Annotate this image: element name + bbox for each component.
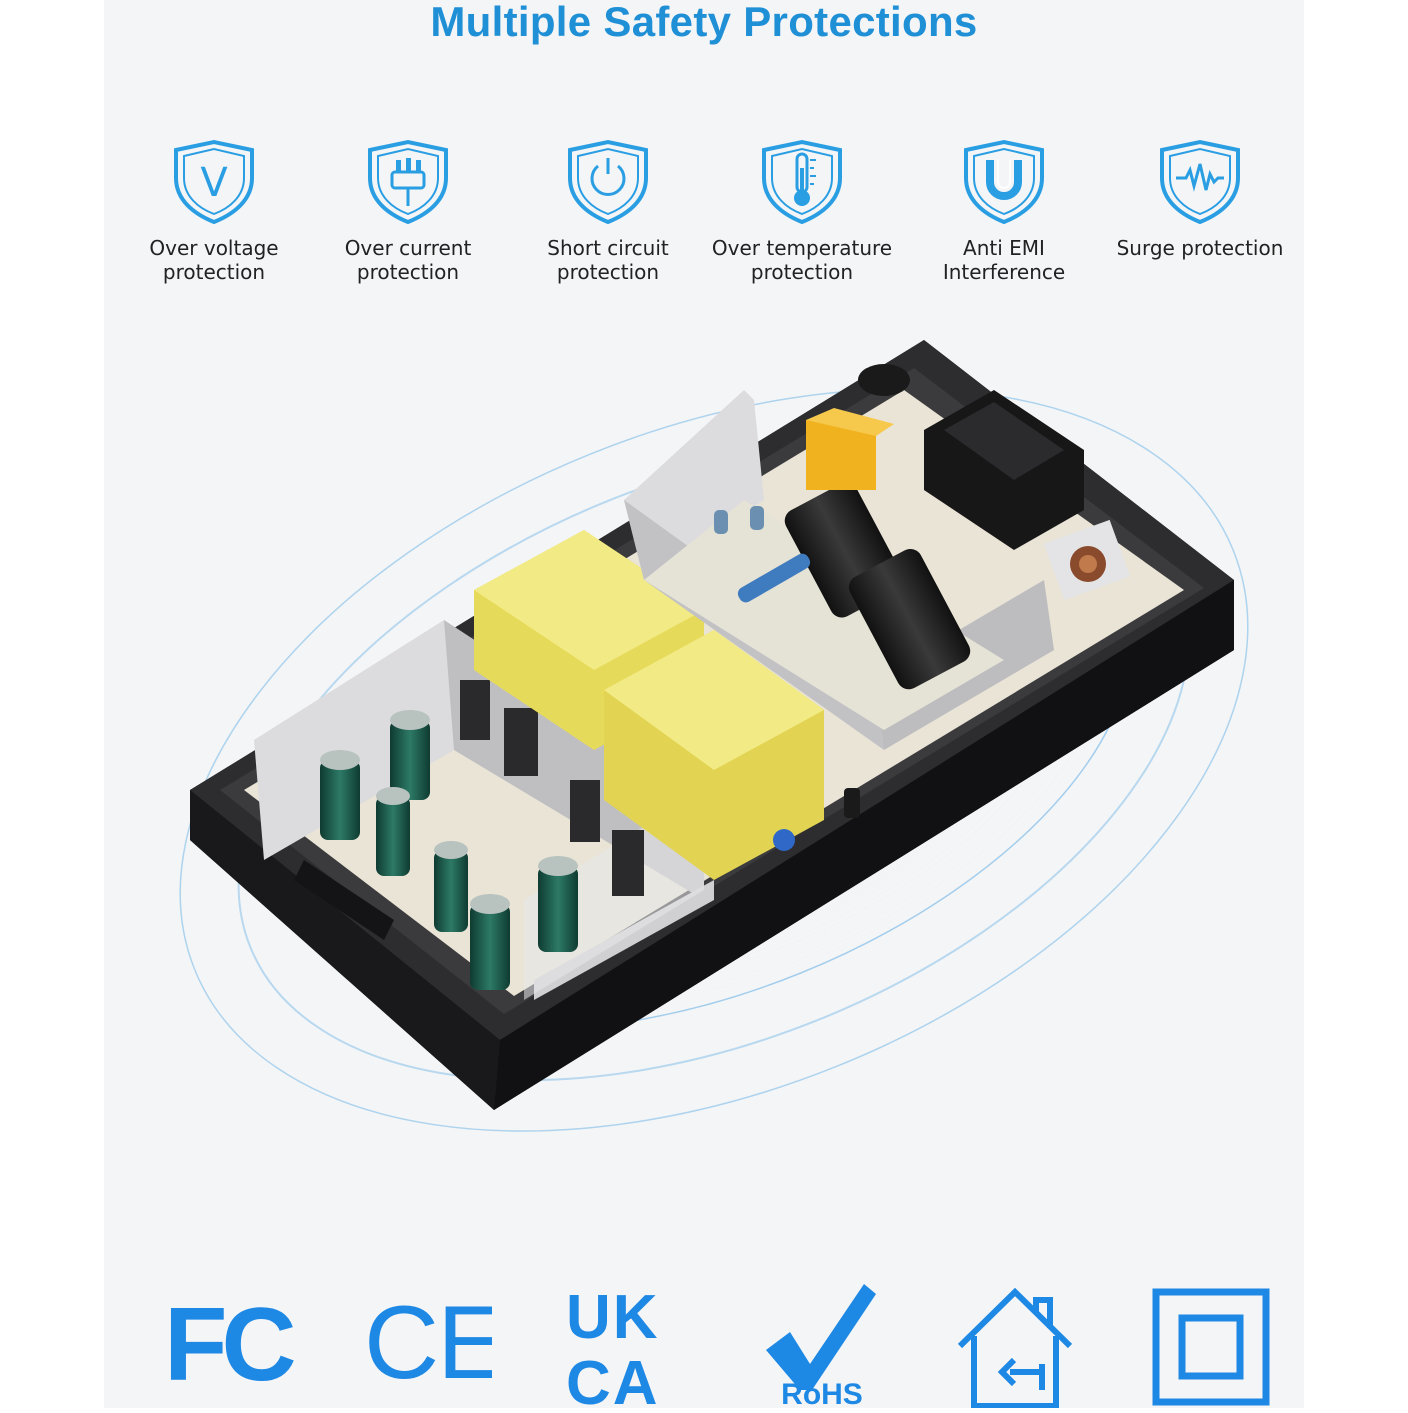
ce-logo: CE bbox=[362, 1280, 506, 1408]
feature-label: Short circuit protection bbox=[547, 236, 669, 284]
rohs-logo: RoHS bbox=[760, 1280, 884, 1411]
power-shield-icon bbox=[568, 139, 648, 224]
class-ii-double-square-icon bbox=[1152, 1280, 1272, 1408]
fcc-mark: FC bbox=[164, 1287, 295, 1403]
feature-label: Over temperature protection bbox=[711, 236, 893, 284]
magnet-shield-icon bbox=[964, 139, 1044, 224]
ac-inlet bbox=[924, 390, 1131, 601]
ukca-top: UK bbox=[566, 1283, 660, 1352]
power-supply-illustration bbox=[179, 340, 1249, 1132]
page-title: Multiple Safety Protections bbox=[430, 0, 978, 45]
heatsinks bbox=[460, 680, 644, 896]
feature-list: V Over voltage protection Over current p… bbox=[0, 130, 1408, 300]
feature-anti-emi: Anti EMI Interference bbox=[904, 130, 1104, 300]
bulk-capacitors bbox=[784, 482, 971, 690]
indoor-use-house-icon bbox=[950, 1280, 1080, 1409]
svg-text:V: V bbox=[200, 160, 228, 206]
output-capacitors bbox=[320, 710, 578, 990]
transformers bbox=[474, 530, 824, 880]
waveform-shield-icon bbox=[1160, 139, 1240, 224]
feature-surge: Surge protection bbox=[1100, 130, 1300, 300]
small-components bbox=[714, 364, 910, 818]
feature-over-temperature: Over temperature protection bbox=[702, 130, 902, 300]
ukca-bottom: CA bbox=[566, 1349, 660, 1408]
plug-shield-icon bbox=[368, 139, 448, 224]
ukca-logo: UK CA bbox=[566, 1280, 686, 1413]
rohs-mark: RoHS bbox=[781, 1378, 863, 1408]
certification-row: FC CE UK CA RoHS bbox=[0, 1280, 1408, 1413]
fcc-logo: FC bbox=[160, 1280, 301, 1408]
feature-label: Over voltage protection bbox=[149, 236, 279, 284]
feature-over-voltage: V Over voltage protection bbox=[114, 130, 314, 300]
feature-over-current: Over current protection bbox=[308, 130, 508, 300]
feature-short-circuit: Short circuit protection bbox=[508, 130, 708, 300]
v-shield-icon: V bbox=[174, 139, 254, 224]
thermometer-shield-icon bbox=[762, 139, 842, 224]
feature-label: Anti EMI Interference bbox=[942, 236, 1066, 284]
ce-mark: CE bbox=[364, 1285, 492, 1401]
feature-label: Over current protection bbox=[344, 236, 472, 284]
dc-output-slot bbox=[294, 860, 394, 940]
feature-label: Surge protection bbox=[1116, 236, 1284, 260]
